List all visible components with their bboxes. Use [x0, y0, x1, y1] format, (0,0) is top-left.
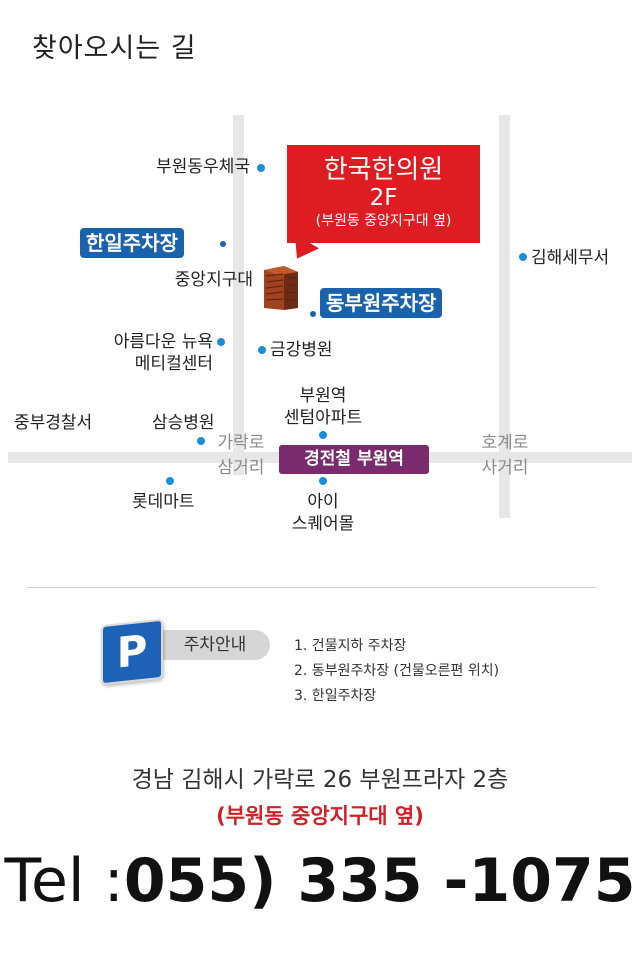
map-dot	[217, 338, 225, 346]
place-ai-line2: 스퀘어몰	[291, 514, 355, 534]
section-divider	[27, 587, 596, 588]
place-areumdaun-line2: 메티컬센터	[134, 354, 213, 374]
place-garak-line1: 가락로	[217, 433, 265, 453]
clinic-name: 한국한의원	[323, 155, 444, 185]
map-dot	[257, 164, 265, 172]
label-dongbuwon-parking: 동부원주차장	[320, 288, 443, 318]
telephone: Tel :055) 335 -1075	[0, 846, 640, 916]
parking-list: 1. 건물지하 주차장 2. 동부원주차장 (건물오른편 위치) 3. 한일주차…	[294, 634, 499, 709]
map-dot	[258, 346, 266, 354]
clinic-note: (부원동 중앙지구대 옆)	[315, 213, 452, 229]
building-icon	[264, 266, 298, 310]
map-dot	[319, 477, 327, 485]
parking-item: 1. 건물지하 주차장	[294, 638, 407, 654]
map-dot	[166, 477, 174, 485]
parking-title: 주차안내	[160, 630, 270, 660]
place-jungbu-police: 중부경찰서	[14, 413, 93, 433]
place-lotte-mart: 롯데마트	[132, 492, 195, 512]
parking-item: 2. 동부원주차장 (건물오른편 위치)	[294, 663, 500, 679]
place-geumgang-hospital: 금강병원	[270, 340, 333, 360]
map-dot	[310, 311, 316, 317]
parking-item: 3. 한일주차장	[294, 688, 377, 704]
parking-sign-icon: P	[101, 618, 163, 686]
address-line1: 경남 김해시 가락로 26 부원프라자 2층	[131, 767, 509, 793]
clinic-floor: 2F	[369, 185, 398, 211]
place-garak-line2: 삼거리	[217, 458, 265, 478]
tel-number: 055) 335 -1075	[123, 846, 636, 916]
page-title: 찾아오시는 길	[32, 33, 197, 64]
place-buwon-station-line2: 센텀아파트	[283, 408, 363, 428]
place-jungang-police-box: 중앙지구대	[174, 270, 253, 290]
road-vertical-left	[233, 115, 244, 475]
place-hogye-line1: 호계로	[481, 433, 529, 453]
place-buwon-station-line1: 부원역	[299, 386, 347, 406]
place-gimhae-tax-office: 김해세무서	[531, 248, 610, 268]
map-dot	[197, 437, 205, 445]
map-dot	[319, 431, 327, 439]
place-areumdaun-line1: 아름다운 뉴욕	[113, 332, 213, 352]
place-ai-line1: 아이	[307, 492, 339, 512]
place-buwondong-post: 부원동우체국	[156, 157, 250, 177]
label-buwon-station: 경전철 부원역	[279, 445, 429, 474]
tel-prefix: Tel :	[4, 846, 124, 916]
road-vertical-right	[499, 115, 510, 518]
map-dot	[519, 253, 527, 261]
clinic-info-box: 한국한의원 2F (부원동 중앙지구대 옆)	[287, 145, 480, 243]
map-dot	[220, 241, 226, 247]
place-samsung-hospital: 삼승병원	[152, 413, 215, 433]
label-hanil-parking: 한일주차장	[80, 228, 184, 258]
place-hogye-line2: 사거리	[481, 458, 529, 478]
address-line2: (부원동 중앙지구대 옆)	[216, 804, 424, 828]
